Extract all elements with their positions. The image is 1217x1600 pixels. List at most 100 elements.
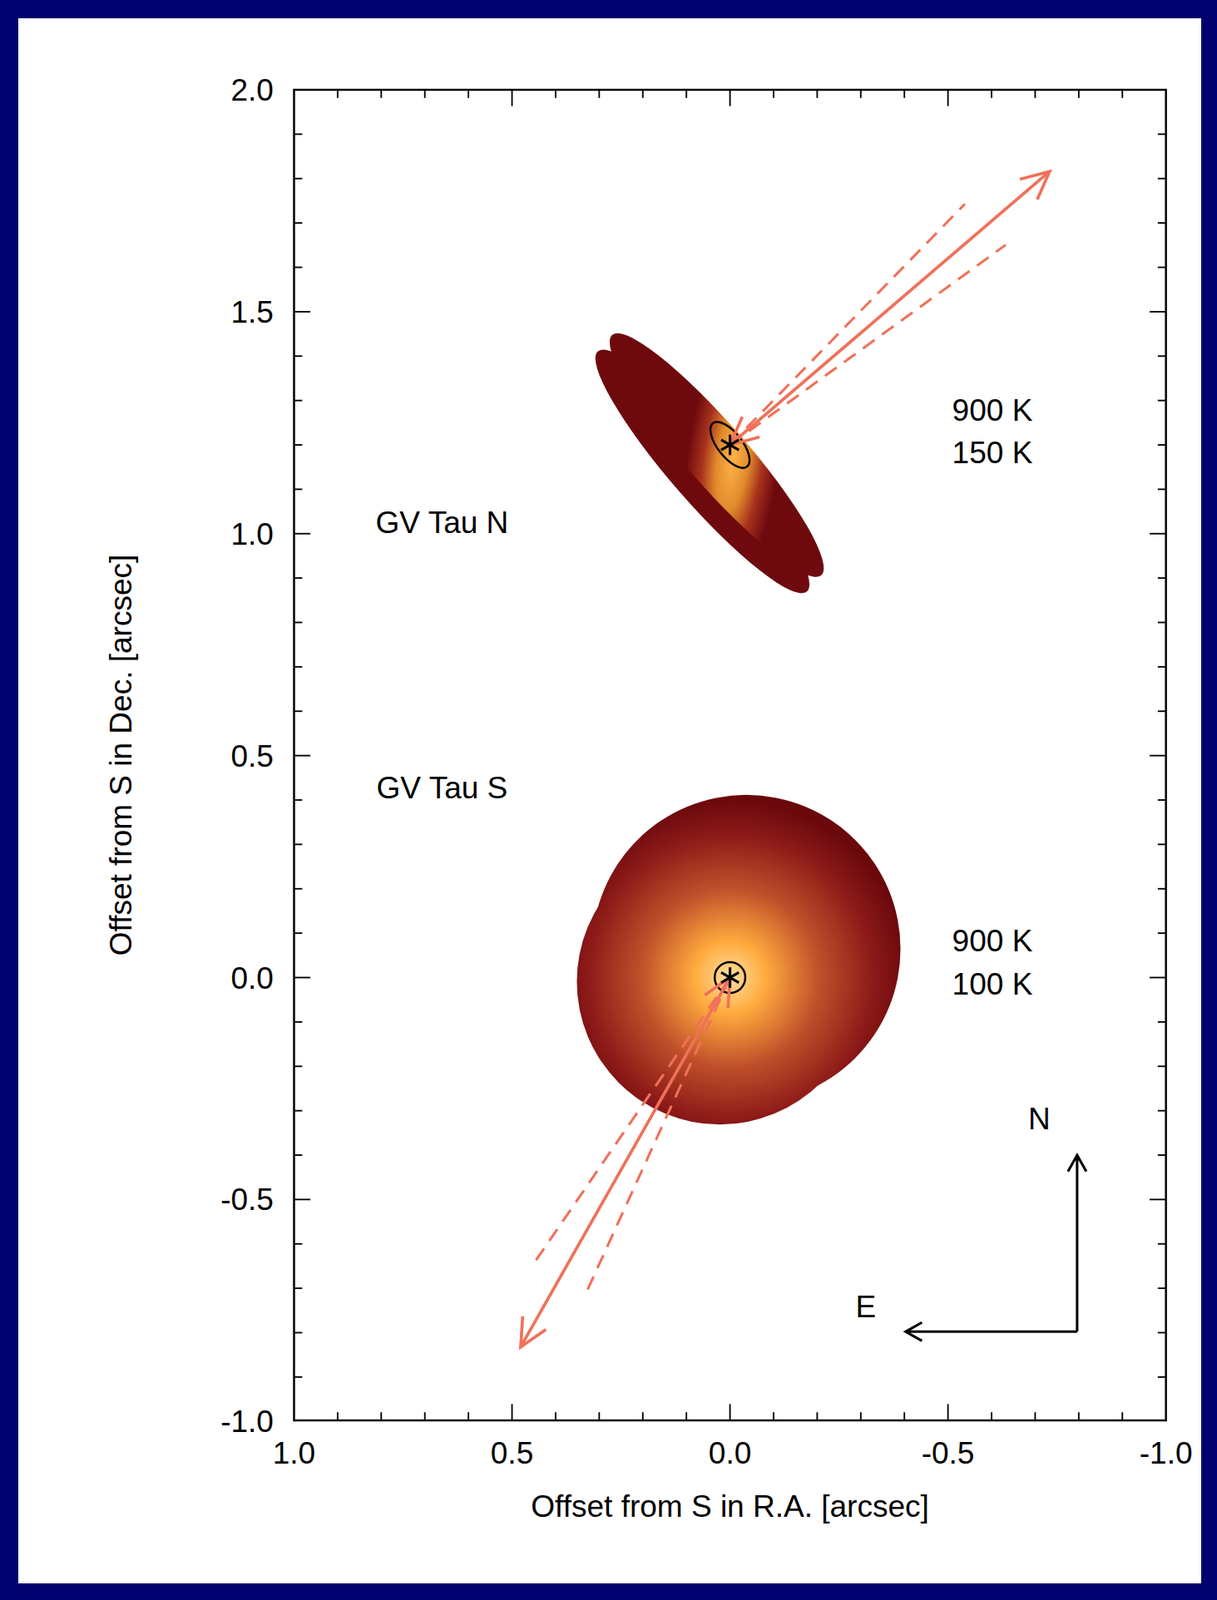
outflow-error <box>535 978 730 1262</box>
y-tick <box>1157 178 1167 180</box>
y-tick <box>1157 622 1167 624</box>
temperature-label: 900 K <box>952 925 1034 957</box>
y-tick <box>293 1065 302 1068</box>
temperature-label: 100 K <box>952 968 1034 1000</box>
outflow-axis <box>520 978 731 1348</box>
y-tick <box>293 355 302 357</box>
x-tick <box>772 89 775 99</box>
y-tick <box>1157 799 1167 802</box>
x-tick <box>380 89 382 99</box>
star-symbol <box>721 972 739 983</box>
y-tick <box>293 843 302 846</box>
x-tick-label: -0.5 <box>921 1438 975 1470</box>
x-tick <box>903 1412 906 1421</box>
x-tick <box>685 1412 688 1421</box>
y-tick <box>1157 355 1167 357</box>
y-tick <box>1157 444 1167 446</box>
north-disk <box>574 315 845 613</box>
y-tick-label: 0.0 <box>230 962 273 994</box>
x-tick <box>947 89 950 107</box>
y-tick <box>1157 1154 1167 1157</box>
compass <box>905 1155 1087 1341</box>
y-tick <box>1157 222 1167 224</box>
x-tick <box>554 1412 557 1421</box>
x-tick <box>990 89 993 99</box>
y-tick <box>293 710 302 713</box>
temperature-label: 150 K <box>952 436 1034 468</box>
y-tick <box>293 222 302 224</box>
y-tick <box>1157 400 1167 402</box>
x-tick <box>1078 1412 1080 1421</box>
arrow-head <box>704 978 730 1010</box>
x-tick <box>336 1412 339 1421</box>
y-tick <box>1157 488 1167 490</box>
outflow-arrows <box>520 171 1050 1348</box>
y-tick <box>293 755 311 757</box>
star-markers <box>721 435 739 989</box>
x-tick <box>336 89 339 99</box>
x-tick <box>1078 89 1080 99</box>
x-tick <box>772 1412 775 1421</box>
x-tick <box>1121 1412 1124 1421</box>
y-tick <box>293 577 302 579</box>
y-tick-label: -0.5 <box>220 1184 274 1216</box>
y-tick <box>293 1021 302 1024</box>
x-tick <box>424 89 426 99</box>
y-tick <box>293 178 302 180</box>
x-tick <box>467 1412 470 1421</box>
y-tick <box>1157 710 1167 713</box>
y-tick <box>293 932 302 935</box>
y-tick-label: 1.0 <box>230 518 273 550</box>
y-tick <box>1157 1110 1167 1113</box>
y-tick <box>293 888 302 891</box>
x-tick-label: 1.0 <box>272 1438 316 1470</box>
y-tick <box>293 488 302 490</box>
arrow-head <box>520 1316 546 1348</box>
y-tick <box>293 1376 302 1379</box>
x-tick <box>729 1404 732 1421</box>
y-tick-label: -1.0 <box>220 1406 274 1438</box>
y-tick <box>1157 1065 1167 1068</box>
y-tick <box>1157 267 1167 269</box>
y-tick <box>293 1110 302 1113</box>
y-tick <box>293 1243 302 1246</box>
y-tick <box>1157 1021 1167 1024</box>
y-tick <box>1157 1287 1167 1290</box>
compass-letter: E <box>855 1291 876 1322</box>
x-tick-label: 0.0 <box>708 1438 752 1470</box>
panel-ground <box>18 18 1202 1584</box>
y-tick <box>1157 666 1167 668</box>
y-tick <box>293 1287 302 1290</box>
y-tick <box>1149 1198 1167 1201</box>
x-tick <box>816 89 818 99</box>
x-tick-label: 0.5 <box>490 1438 534 1470</box>
outflow-axis <box>730 171 1050 446</box>
outflow-error <box>730 203 965 446</box>
compass-letter: N <box>1028 1103 1051 1134</box>
y-tick-label: 1.5 <box>230 296 273 327</box>
temperature-label: 900 K <box>952 395 1034 426</box>
x-tick <box>903 89 906 99</box>
y-tick <box>1157 577 1167 579</box>
y-tick-label: 2.0 <box>230 74 273 105</box>
y-tick <box>1157 843 1167 846</box>
x-tick <box>685 89 688 99</box>
y-tick <box>293 311 311 313</box>
south-disk <box>576 795 901 1125</box>
y-tick <box>1157 133 1167 135</box>
star-symbol <box>721 440 739 451</box>
x-tick <box>729 89 732 107</box>
x-tick <box>554 89 557 99</box>
axis-ticks <box>293 89 1166 1421</box>
plot-frame <box>293 89 1166 1421</box>
y-tick <box>1157 1376 1167 1379</box>
y-tick <box>293 1332 302 1335</box>
y-tick <box>293 1198 311 1201</box>
x-tick <box>511 89 514 107</box>
y-tick <box>1157 932 1167 935</box>
x-tick <box>860 1412 862 1421</box>
x-tick-label: -1.0 <box>1139 1438 1193 1470</box>
x-tick <box>598 89 600 99</box>
y-tick <box>1157 1332 1167 1335</box>
